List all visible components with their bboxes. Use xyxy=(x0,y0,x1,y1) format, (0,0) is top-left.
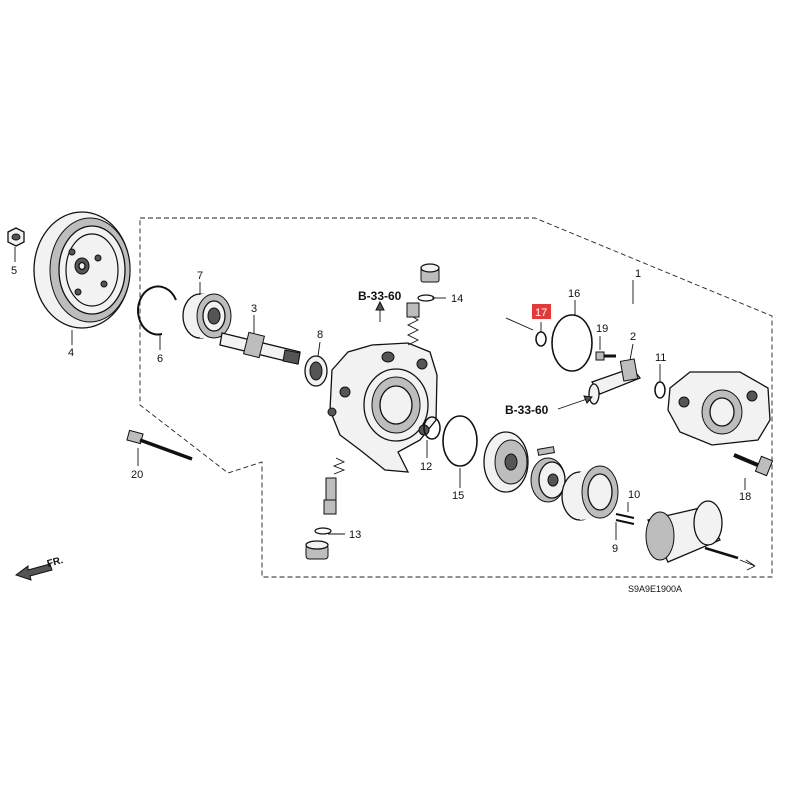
label-part-12: 12 xyxy=(420,461,432,473)
o-ring-11[interactable] xyxy=(654,381,666,399)
label-part-2: 2 xyxy=(630,331,636,343)
leader-lines xyxy=(14,247,746,540)
label-part-5: 5 xyxy=(11,265,17,277)
reference-arrow-mid xyxy=(557,395,593,410)
label-part-10: 10 xyxy=(628,489,640,501)
cam-ring[interactable] xyxy=(561,465,619,521)
o-ring-13[interactable] xyxy=(314,527,332,535)
seal[interactable] xyxy=(304,355,328,387)
label-part-15: 15 xyxy=(452,490,464,502)
pins[interactable] xyxy=(615,513,635,525)
highlighted-part-17[interactable]: 17 xyxy=(532,304,551,319)
nut[interactable] xyxy=(7,227,25,247)
rotor[interactable] xyxy=(530,457,566,503)
bearing[interactable] xyxy=(182,293,232,339)
label-part-4: 4 xyxy=(68,347,74,359)
circlip[interactable] xyxy=(137,285,177,336)
label-part-20: 20 xyxy=(131,469,143,481)
label-part-14: 14 xyxy=(451,293,463,305)
label-part-8: 8 xyxy=(317,329,323,341)
plug-13[interactable] xyxy=(305,540,329,560)
control-valve-spring[interactable] xyxy=(406,302,420,346)
rear-housing[interactable] xyxy=(667,371,771,446)
reference-label-top: B-33-60 xyxy=(358,289,402,303)
label-part-19: 19 xyxy=(596,323,608,335)
plug-bolt[interactable] xyxy=(420,263,440,283)
diagram-code: S9A9E1900A xyxy=(628,584,682,594)
label-part-18: 18 xyxy=(739,491,751,503)
label-part-16: 16 xyxy=(568,288,580,300)
direction-label: FR. xyxy=(46,555,65,570)
label-part-1: 1 xyxy=(635,268,641,280)
front-direction-arrow: FR. xyxy=(14,555,65,581)
o-ring-15[interactable] xyxy=(442,415,478,467)
label-part-6: 6 xyxy=(157,353,163,365)
shaft[interactable] xyxy=(219,331,301,365)
union-fitting[interactable] xyxy=(588,358,642,405)
front-housing[interactable] xyxy=(327,342,438,473)
assembly-boundary xyxy=(139,217,773,578)
o-ring-17[interactable] xyxy=(535,331,547,347)
reference-label-mid: B-33-60 xyxy=(505,403,549,417)
label-part-17: 17 xyxy=(535,307,547,319)
o-ring-16[interactable] xyxy=(551,314,593,372)
label-part-13: 13 xyxy=(349,529,361,541)
label-part-11: 11 xyxy=(655,352,666,364)
bolt-20[interactable] xyxy=(126,429,193,461)
reference-arrow-top xyxy=(375,300,385,322)
pulley[interactable] xyxy=(33,211,131,329)
o-ring-12[interactable] xyxy=(423,416,441,440)
bolt-18[interactable] xyxy=(733,453,774,477)
label-part-9: 9 xyxy=(612,543,618,555)
relief-valve[interactable] xyxy=(323,457,346,515)
side-plate[interactable] xyxy=(483,431,529,493)
o-ring-14[interactable] xyxy=(417,294,435,302)
arrow-rear xyxy=(739,559,756,571)
seal-strip[interactable] xyxy=(704,546,739,560)
label-part-3: 3 xyxy=(251,303,257,315)
label-part-7: 7 xyxy=(197,270,203,282)
rear-cover[interactable] xyxy=(645,500,723,563)
vane[interactable] xyxy=(537,446,555,456)
bolt-19[interactable] xyxy=(595,351,616,361)
